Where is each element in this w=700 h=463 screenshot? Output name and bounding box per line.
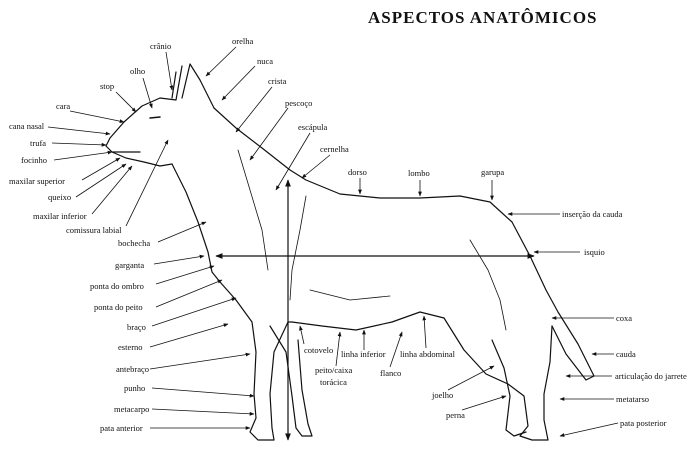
leader-focinho (53, 150, 113, 161)
leader-linha-abdominal (422, 315, 427, 349)
label-orelha: orelha (232, 36, 253, 46)
diagram-title: ASPECTOS ANATÔMICOS (368, 8, 598, 27)
label-ponta-peito: ponta do peito (94, 302, 143, 312)
label-isquio: isquio (584, 247, 605, 257)
leader-antebraco (149, 352, 251, 370)
leader-punho (151, 387, 255, 398)
label-braco: braço (127, 322, 146, 332)
label-dorso: dorso (348, 167, 367, 177)
leader-ponta-ombro (155, 265, 215, 285)
leader-orelha (205, 46, 237, 77)
leader-cernelha (301, 154, 331, 179)
leader-cara (69, 110, 125, 124)
leader-flanco (389, 331, 403, 368)
label-joelho: joelho (431, 390, 453, 400)
leader-trufa (51, 142, 107, 147)
leader-maxilar-superior (81, 157, 121, 181)
leader-perna (461, 395, 507, 411)
anatomy-labels: crânio orelha nuca olho stop crista pesc… (9, 36, 687, 433)
label-linha-abdominal: linha abdominal (400, 349, 456, 359)
label-queixo: queixo (48, 192, 71, 202)
leader-joelho (447, 365, 495, 391)
label-pescoco: pescoço (285, 98, 312, 108)
label-trufa: trufa (30, 138, 46, 148)
leader-peito-caixa (335, 331, 342, 367)
label-metacarpo: metacarpo (114, 404, 149, 414)
leader-escapula (275, 132, 311, 191)
label-pata-posterior: pata posterior (620, 418, 667, 428)
leader-pescoco (249, 107, 289, 161)
leader-pata-posterior (559, 422, 619, 437)
label-cara: cara (56, 101, 70, 111)
leader-bochecha (157, 221, 207, 243)
label-cranio: crânio (150, 41, 171, 51)
leader-braco (151, 297, 237, 327)
label-comissura-labial: comissura labial (66, 225, 122, 235)
label-pata-anterior: pata anterior (100, 423, 143, 433)
label-antebraco: antebraço (116, 364, 149, 374)
label-linha-inferior: linha inferior (341, 349, 386, 359)
label-nuca: nuca (257, 56, 273, 66)
label-punho: punho (124, 383, 145, 393)
leader-stop (115, 91, 137, 113)
leader-lines (47, 46, 619, 437)
leader-metacarpo (151, 408, 255, 416)
label-garganta: garganta (115, 260, 144, 270)
leader-olho (142, 77, 153, 109)
dog-illustration (105, 63, 595, 441)
label-coxa: coxa (616, 313, 632, 323)
label-peito-caixa: peito/caixa (315, 365, 353, 375)
label-articulacao-jarrete: articulação do jarrete (615, 371, 687, 381)
label-cotovelo: cotovelo (304, 345, 333, 355)
leader-ponta-peito (155, 279, 223, 308)
leader-crista (235, 86, 273, 133)
label-olho: olho (130, 66, 145, 76)
label-focinho: focinho (21, 155, 47, 165)
leader-comissura-labial (125, 139, 169, 227)
label-crista: crista (268, 76, 287, 86)
label-garupa: garupa (481, 167, 504, 177)
leader-esterno (149, 323, 229, 348)
label-toracica: torácica (320, 377, 347, 387)
label-metatarso: metatarso (616, 394, 649, 404)
label-stop: stop (100, 81, 114, 91)
leader-maxilar-inferior (91, 165, 133, 215)
label-bochecha: bochecha (118, 238, 150, 248)
leader-cana-nasal (47, 126, 111, 136)
label-maxilar-inferior: maxilar inferior (33, 211, 87, 221)
label-cauda: cauda (616, 349, 636, 359)
label-escapula: escápula (298, 122, 327, 132)
measurement-lines (215, 179, 535, 441)
label-maxilar-superior: maxilar superior (9, 176, 65, 186)
label-flanco: flanco (380, 368, 401, 378)
label-perna: perna (446, 410, 465, 420)
leader-cranio (165, 51, 174, 91)
leader-cotovelo (299, 325, 305, 345)
leader-nuca (221, 65, 256, 101)
label-ponta-ombro: ponta do ombro (90, 281, 144, 291)
leader-queixo (75, 163, 127, 198)
label-insercao-cauda: inserção da cauda (562, 209, 623, 219)
leader-garganta (153, 254, 205, 265)
label-esterno: esterno (118, 342, 143, 352)
label-lombo: lombo (408, 168, 430, 178)
label-cana-nasal: cana nasal (9, 121, 45, 131)
label-cernelha: cernelha (320, 144, 349, 154)
